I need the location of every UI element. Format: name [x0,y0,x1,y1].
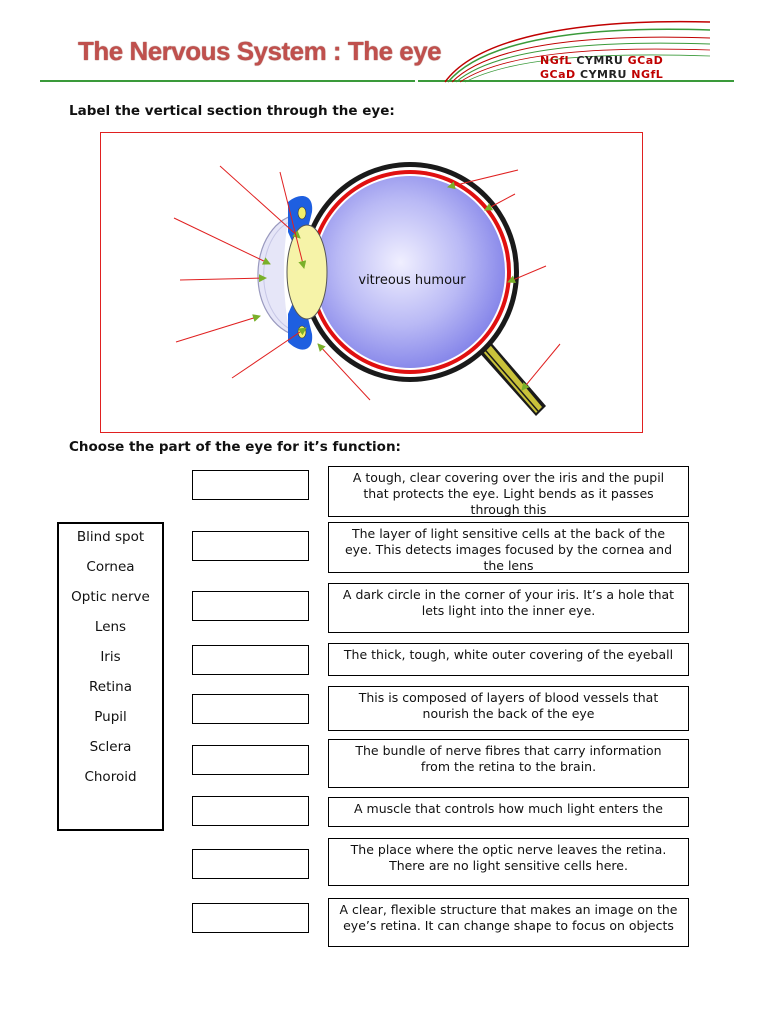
logo-text-line1: NGfL CYMRU GCaD [540,54,664,67]
answer-box-8[interactable] [192,849,309,879]
answer-box-7[interactable] [192,796,309,826]
logo-text-line2: GCaD CYMRU NGfL [540,68,664,81]
answer-box-9[interactable] [192,903,309,933]
logo-swoosh [444,20,711,83]
vitreous-humour-label: vitreous humour [358,273,466,288]
word-bank: Blind spot Cornea Optic nerve Lens Iris … [57,522,164,831]
header-rule-left [40,80,415,82]
answer-box-2[interactable] [192,531,309,561]
answer-box-4[interactable] [192,645,309,675]
page-title: The Nervous System : The eye [78,36,442,66]
word-bank-item: Lens [94,619,127,635]
answer-box-3[interactable] [192,591,309,621]
word-bank-item: Iris [100,649,121,665]
word-bank-item: Retina [89,679,132,695]
function-description: The layer of light sensitive cells at th… [328,522,689,573]
word-bank-item: Optic nerve [71,589,150,605]
function-description: A clear, flexible structure that makes a… [328,898,689,947]
eye-diagram: vitreous humour [173,162,561,416]
header-rule-right [418,80,734,82]
eye-diagram-frame [100,132,643,433]
word-bank-item: Blind spot [76,529,145,545]
function-description: A tough, clear covering over the iris an… [328,466,689,517]
word-bank-item: Sclera [89,739,132,755]
section2-heading: Choose the part of the eye for it’s func… [69,439,401,455]
function-description: The thick, tough, white outer covering o… [328,643,689,676]
function-description: The bundle of nerve fibres that carry in… [328,739,689,788]
retina-shape [315,176,505,368]
answer-box-6[interactable] [192,745,309,775]
section1-heading: Label the vertical section through the e… [69,103,395,119]
answer-box-1[interactable] [192,470,309,500]
lens-shape [286,224,328,320]
word-bank-item: Cornea [86,559,135,575]
word-bank-item: Pupil [94,709,127,725]
function-description: The place where the optic nerve leaves t… [328,838,689,886]
function-description: A muscle that controls how much light en… [328,797,689,827]
answer-box-5[interactable] [192,694,309,724]
label-arrows [173,165,561,401]
function-description: This is composed of layers of blood vess… [328,686,689,731]
word-bank-item: Choroid [84,769,137,785]
function-description: A dark circle in the corner of your iris… [328,583,689,633]
